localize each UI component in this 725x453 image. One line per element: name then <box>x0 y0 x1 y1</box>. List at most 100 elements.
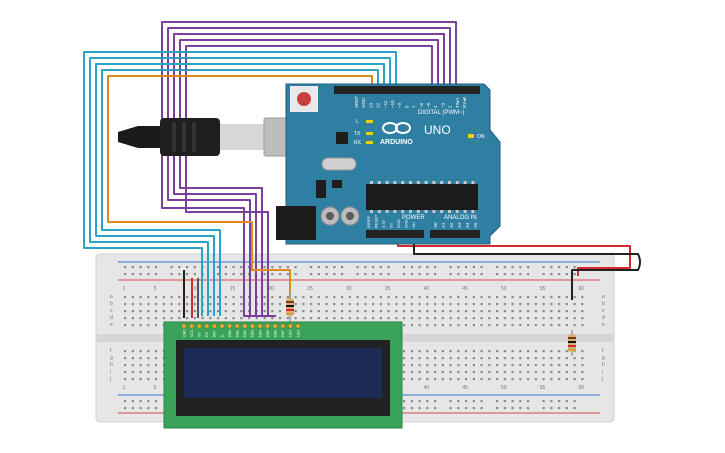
column-number: 35 <box>385 286 391 292</box>
lcd-pin[interactable] <box>211 323 217 329</box>
column-number: 10 <box>191 286 197 292</box>
lcd-pin[interactable] <box>204 323 210 329</box>
analog-header[interactable] <box>430 230 480 238</box>
svg-text:UNO: UNO <box>424 123 451 137</box>
digital-pin-label: ~5 <box>426 102 431 108</box>
power-pin-label: 3.3V <box>381 219 386 228</box>
lcd-pin[interactable] <box>234 323 240 329</box>
digital-pin-label: 12 <box>376 102 381 108</box>
column-number: 1 <box>123 385 126 391</box>
digital-pin-label: 4 <box>433 105 438 108</box>
row-letter: g <box>110 355 113 361</box>
lcd-pin-header[interactable] <box>181 323 301 329</box>
column-number: 55 <box>540 286 546 292</box>
lcd-pin-label: VCC <box>190 329 194 337</box>
column-number: 40 <box>423 385 429 391</box>
lcd-pin[interactable] <box>181 323 187 329</box>
purple-wires <box>161 21 457 317</box>
row-letter: f <box>602 348 604 354</box>
power-jack[interactable] <box>276 206 316 240</box>
power-pin-label: GND <box>396 219 401 228</box>
row-letter: h <box>110 362 113 368</box>
wire-cyan-3[interactable] <box>95 63 385 316</box>
analog-pin-label: A5 <box>473 222 478 228</box>
wire-purple-3[interactable] <box>173 33 445 317</box>
digital-pin-label: ~3 <box>440 102 445 108</box>
usb-cable[interactable] <box>118 117 313 157</box>
wire-cyan-4[interactable] <box>101 69 379 316</box>
lcd-pin-label: DB4 <box>258 330 262 337</box>
power-pin-label: RESET <box>374 214 379 228</box>
column-number: 45 <box>462 286 468 292</box>
column-number: 20 <box>268 286 274 292</box>
lcd-pin-label: DB0 <box>228 330 232 337</box>
lcd-pin[interactable] <box>280 323 286 329</box>
wire-purple-4[interactable] <box>179 39 439 317</box>
lcd-pin[interactable] <box>265 323 271 329</box>
lcd-pin[interactable] <box>249 323 255 329</box>
lcd-pin[interactable] <box>196 323 202 329</box>
lcd-screen <box>184 348 382 398</box>
digital-pin-label: 13 <box>368 102 373 108</box>
wire-orange[interactable] <box>107 75 373 298</box>
wire-purple-2[interactable] <box>167 27 451 317</box>
wire-purple-5[interactable] <box>185 45 433 317</box>
lcd-pin-label: DB5 <box>266 330 270 337</box>
atmega-chip <box>366 184 478 210</box>
resistor-lcd-backlight[interactable] <box>286 292 294 322</box>
power-pin-label: IOREF <box>366 215 371 228</box>
lcd-pin[interactable] <box>272 323 278 329</box>
column-number: 55 <box>540 385 546 391</box>
lcd-pin-label: GND <box>182 329 186 337</box>
lcd-pin[interactable] <box>242 323 248 329</box>
lcd-pin-label: E <box>220 334 224 337</box>
svg-text:TX: TX <box>354 131 361 137</box>
lcd-pin[interactable] <box>287 323 293 329</box>
power-header-label: POWER <box>402 215 425 221</box>
row-letter: g <box>602 355 605 361</box>
column-number: 60 <box>578 286 584 292</box>
wire-black-gnd[interactable] <box>413 238 641 300</box>
resistor-breadboard[interactable] <box>568 330 576 356</box>
reset-button[interactable] <box>297 92 311 106</box>
lcd-pin[interactable] <box>257 323 263 329</box>
lcd-pin-label: LED <box>296 330 300 337</box>
lcd-pin[interactable] <box>295 323 301 329</box>
cyan-wires <box>83 51 397 316</box>
row-letter: b <box>602 301 605 307</box>
wire-cyan-1[interactable] <box>83 51 397 316</box>
power-pin-label: Vin <box>411 222 416 228</box>
wire-cyan-2[interactable] <box>89 57 391 316</box>
column-number: 45 <box>462 385 468 391</box>
lcd-pin-label: RS <box>205 331 209 337</box>
power-pin-label: GND <box>404 219 409 228</box>
analog-pin-label: A2 <box>449 222 454 228</box>
lcd-pin-label: RW <box>213 330 217 337</box>
lcd-pin[interactable] <box>219 323 225 329</box>
arduino-logo: ARDUINO UNO <box>380 122 451 146</box>
column-number: 25 <box>307 286 313 292</box>
digital-header[interactable] <box>334 86 480 94</box>
analog-pin-label: A3 <box>457 222 462 228</box>
wires[interactable] <box>83 21 641 318</box>
row-letter: e <box>110 322 113 328</box>
lcd-pin[interactable] <box>227 323 233 329</box>
row-letter: i <box>110 369 111 375</box>
digital-pin-label: ~9 <box>397 102 402 108</box>
lcd-pin-label: DB7 <box>281 330 285 337</box>
svg-text:RX: RX <box>354 140 362 146</box>
wire-purple-1[interactable] <box>161 21 457 317</box>
power-header[interactable] <box>366 230 424 238</box>
lcd-pin-label: DB2 <box>243 330 247 337</box>
digital-pin-label: 8 <box>404 105 409 108</box>
analog-pin-label: A0 <box>433 222 438 228</box>
lcd-pin[interactable] <box>189 323 195 329</box>
